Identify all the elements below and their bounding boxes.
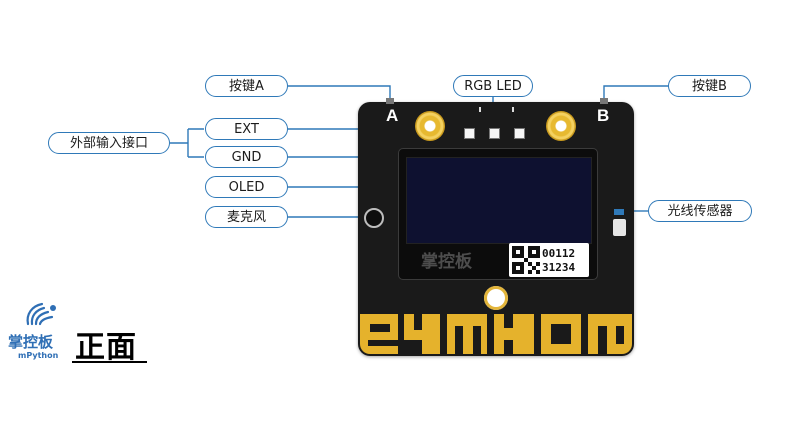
led-marker bbox=[512, 107, 514, 112]
rgb-led-2 bbox=[489, 128, 500, 139]
gold-pad-n bbox=[588, 314, 632, 354]
serial-line-1: 00112 bbox=[542, 247, 576, 260]
label-mic: 麦克风 bbox=[205, 206, 288, 228]
label-ext-interface: 外部输入接口 bbox=[48, 132, 170, 154]
button-b-contact bbox=[600, 98, 608, 104]
button-b-letter: B bbox=[597, 106, 610, 125]
line-button-a bbox=[288, 85, 391, 98]
rgb-led-3 bbox=[514, 128, 525, 139]
label-ext: EXT bbox=[205, 118, 288, 140]
oled-module: 掌控板 00112 31234 bbox=[398, 148, 598, 280]
label-button-b: 按键B bbox=[668, 75, 751, 97]
button-a-letter: A bbox=[386, 106, 399, 125]
gold-pad-h bbox=[494, 314, 534, 354]
light-sensor-led bbox=[614, 209, 624, 215]
line-button-b bbox=[603, 85, 678, 98]
label-button-a: 按键A bbox=[205, 75, 288, 97]
serial-line-2: 31234 bbox=[542, 261, 576, 274]
gnd-pad-ring bbox=[546, 111, 576, 141]
label-oled: OLED bbox=[205, 176, 288, 198]
label-light-sensor: 光线传感器 bbox=[648, 200, 752, 222]
gold-pad-p bbox=[360, 314, 398, 354]
light-sensor bbox=[613, 219, 626, 236]
serial-label: 00112 31234 bbox=[509, 243, 589, 277]
mounting-hole bbox=[484, 286, 508, 310]
led-marker bbox=[479, 107, 481, 112]
mpython-logo-icon bbox=[26, 302, 56, 326]
logo-text-cn: 掌控板 bbox=[8, 333, 54, 351]
label-rgb-led: RGB LED bbox=[453, 75, 533, 97]
title-underline bbox=[72, 361, 147, 363]
label-gnd: GND bbox=[205, 146, 288, 168]
logo-text-en: mPython bbox=[18, 351, 59, 360]
oled-screen bbox=[406, 157, 592, 244]
microphone bbox=[364, 208, 384, 228]
ext-pad-ring bbox=[415, 111, 445, 141]
rgb-led-1 bbox=[464, 128, 475, 139]
qr-code-icon bbox=[512, 246, 540, 274]
page-title: 正面 bbox=[75, 330, 137, 365]
line-ext-group bbox=[170, 128, 204, 158]
button-a-contact bbox=[386, 98, 394, 104]
oled-brand-text: 掌控板 bbox=[421, 252, 472, 272]
